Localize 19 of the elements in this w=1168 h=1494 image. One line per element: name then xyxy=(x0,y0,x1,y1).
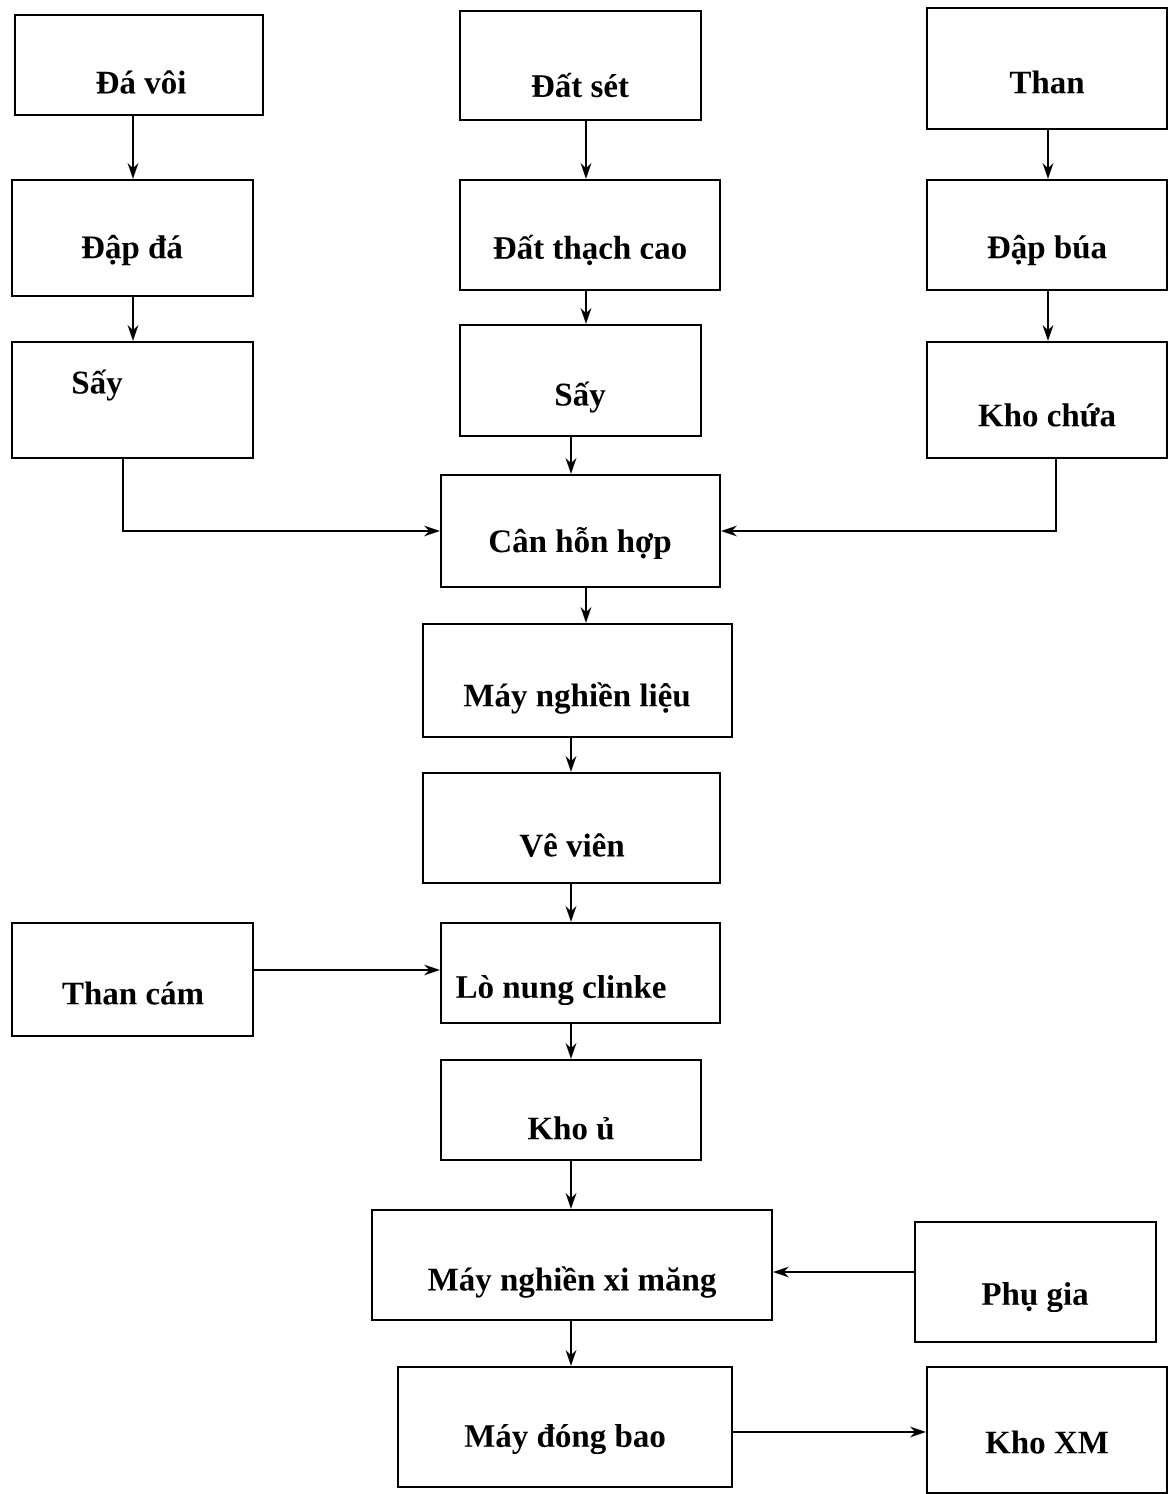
process-box: Đất sét xyxy=(459,10,702,121)
process-box: Phụ gia xyxy=(914,1221,1157,1343)
process-box: Vê viên xyxy=(422,772,721,884)
process-box: Đá vôi xyxy=(14,14,264,116)
process-box: Cân hỗn hợp xyxy=(440,474,721,588)
process-box: Đất thạch cao xyxy=(459,179,721,291)
process-box: Máy nghiền xi măng xyxy=(371,1209,773,1321)
process-box: Máy đóng bao xyxy=(397,1366,733,1488)
process-box: Đập búa xyxy=(926,179,1168,291)
process-box: Sấy xyxy=(459,324,702,437)
process-box: Kho XM xyxy=(926,1366,1168,1494)
process-box: Kho chứa xyxy=(926,341,1168,459)
process-box: Đập đá xyxy=(11,179,254,297)
process-box: Than cám xyxy=(11,922,254,1037)
process-box: Than xyxy=(926,7,1168,130)
process-box: Sấy xyxy=(11,341,254,459)
process-box: Kho ủ xyxy=(440,1059,702,1161)
process-box: Máy nghiền liệu xyxy=(422,623,733,738)
process-box: Lò nung clinke xyxy=(440,922,721,1024)
